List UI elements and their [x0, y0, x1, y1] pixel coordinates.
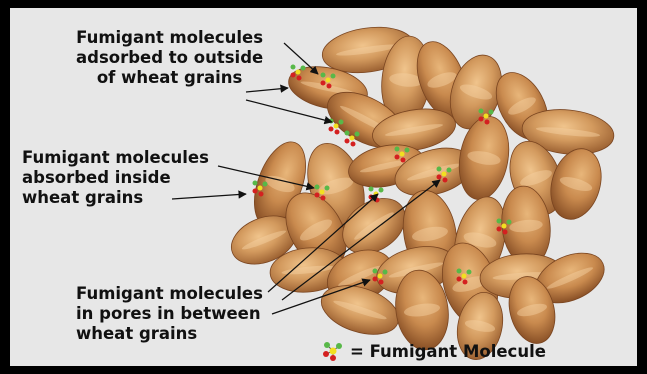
- molecule-atom: [355, 132, 360, 137]
- molecule-atom: [507, 220, 512, 225]
- molecule-atom: [379, 280, 384, 285]
- molecule-atom: [263, 182, 268, 187]
- label-line: adsorbed to outside: [76, 48, 263, 68]
- molecule-atom: [467, 270, 472, 275]
- molecule-atom: [395, 147, 400, 152]
- molecule-atom: [497, 219, 502, 224]
- molecule-atom: [457, 269, 462, 274]
- molecule-atom: [339, 120, 344, 125]
- molecule-atom: [296, 70, 301, 75]
- arrow-outside-2: [246, 88, 288, 92]
- legend: = Fumigant Molecule: [322, 340, 546, 362]
- molecule-atom: [315, 185, 320, 190]
- label-line: of wheat grains: [76, 68, 263, 88]
- label-line: Fumigant molecules: [76, 28, 263, 48]
- fumigant-molecule-icon: [322, 340, 344, 362]
- molecule-atom: [395, 155, 400, 160]
- molecule-atom: [503, 230, 508, 235]
- molecule-atom: [375, 198, 380, 203]
- molecule-atom: [297, 76, 302, 81]
- molecule-atom: [463, 280, 468, 285]
- molecule-atom: [401, 158, 406, 163]
- molecule-atom: [373, 269, 378, 274]
- molecule-atom: [484, 114, 489, 119]
- molecule-atom: [291, 73, 296, 78]
- label-line: Fumigant molecules: [76, 284, 263, 304]
- molecule-atom: [443, 178, 448, 183]
- molecule-atom: [369, 187, 374, 192]
- molecule-atom: [351, 142, 356, 147]
- molecule-atom: [437, 167, 442, 172]
- molecule-atom: [462, 274, 467, 279]
- wheat-grain-cluster: [224, 22, 616, 364]
- molecule-atom: [334, 124, 339, 129]
- diagram-panel: Fumigant molecules adsorbed to outside o…: [10, 8, 637, 366]
- molecule-atom: [335, 130, 340, 135]
- molecule-atom: [321, 73, 326, 78]
- molecule-atom: [378, 274, 383, 279]
- molecule-atom: [327, 84, 332, 89]
- molecule-atom: [379, 188, 384, 193]
- molecule-atom: [442, 172, 447, 177]
- molecule-atom: [400, 152, 405, 157]
- molecule-atom: [329, 127, 334, 132]
- molecule-atom: [326, 78, 331, 83]
- molecule-atom: [258, 186, 263, 191]
- molecule-atom: [437, 175, 442, 180]
- molecule-atom: [479, 117, 484, 122]
- molecule-atom: [331, 74, 336, 79]
- molecule-atom: [325, 186, 330, 191]
- molecule-atom: [259, 192, 264, 197]
- molecule-atom: [291, 65, 296, 70]
- molecule-atom: [301, 66, 306, 71]
- label-adsorbed-outside: Fumigant molecules adsorbed to outside o…: [76, 28, 263, 88]
- label-absorbed-inside: Fumigant molecules absorbed inside wheat…: [22, 148, 209, 208]
- legend-label: = Fumigant Molecule: [350, 342, 546, 361]
- molecule-atom: [345, 131, 350, 136]
- molecule-atom: [320, 190, 325, 195]
- molecule-atom: [253, 189, 258, 194]
- label-line: Fumigant molecules: [22, 148, 209, 168]
- molecule-atom: [447, 168, 452, 173]
- molecule-atom: [345, 139, 350, 144]
- molecule-atom: [497, 227, 502, 232]
- label-line: wheat grains: [76, 324, 263, 344]
- molecule-atom: [405, 148, 410, 153]
- molecule-atom: [253, 181, 258, 186]
- molecule-atom: [485, 120, 490, 125]
- molecule-atom: [502, 224, 507, 229]
- label-in-pores: Fumigant molecules in pores in between w…: [76, 284, 263, 344]
- molecule-atom: [315, 193, 320, 198]
- label-line: absorbed inside: [22, 168, 209, 188]
- molecule-atom: [489, 110, 494, 115]
- label-line: in pores in between: [76, 304, 263, 324]
- molecule-atom: [373, 277, 378, 282]
- molecule-atom: [350, 136, 355, 141]
- molecule-atom: [383, 270, 388, 275]
- molecule-atom: [479, 109, 484, 114]
- label-line: wheat grains: [22, 188, 209, 208]
- molecule-atom: [321, 196, 326, 201]
- molecule-atom: [457, 277, 462, 282]
- molecule-atom: [321, 81, 326, 86]
